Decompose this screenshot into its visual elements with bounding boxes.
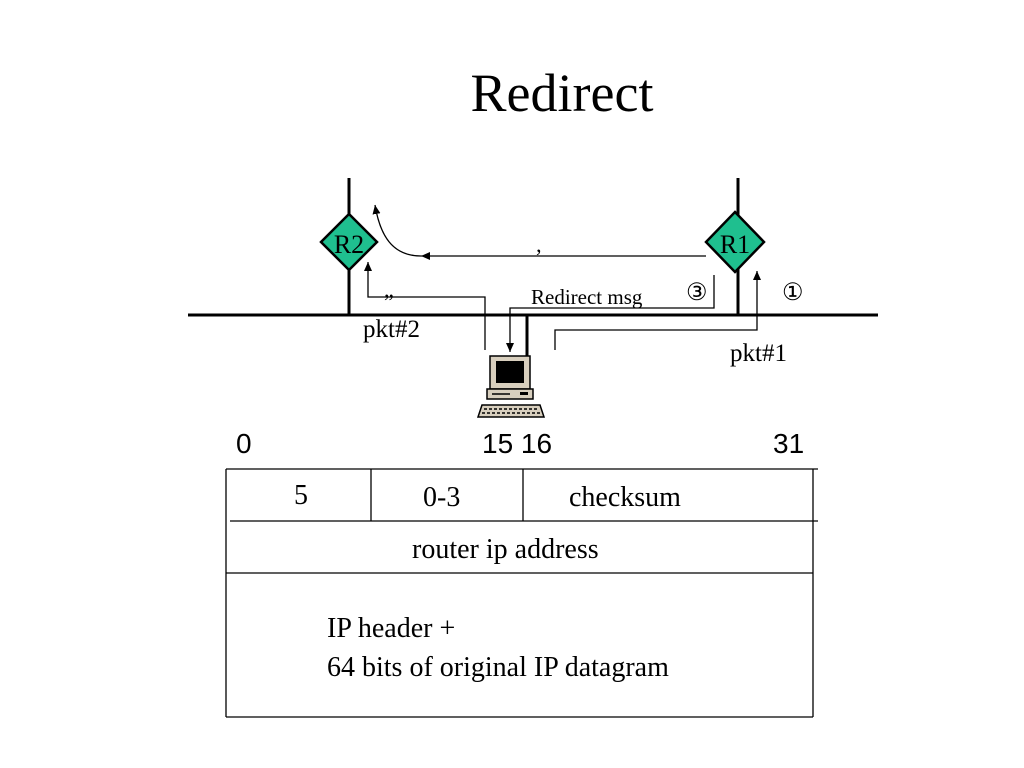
router-r1-diamond-icon xyxy=(704,210,766,274)
router-r2-diamond-icon xyxy=(319,212,379,272)
field-type-value: 5 xyxy=(294,480,308,511)
field-checksum: checksum xyxy=(569,482,681,513)
bit-number-15-16: 15 16 xyxy=(482,428,553,459)
router-r1-label: R1 xyxy=(720,230,750,259)
message-format-table xyxy=(225,468,818,718)
redirect-msg-arrow xyxy=(506,275,715,352)
pkt2-label: pkt#2 xyxy=(363,316,420,343)
slide-title: Redirect xyxy=(470,63,654,123)
field-data-line-1: IP header + xyxy=(327,613,456,644)
pkt2-arrow xyxy=(364,262,486,350)
router-r2: R2 xyxy=(319,212,379,272)
bit-number-0: 0 xyxy=(236,428,252,459)
router-r1: R1 xyxy=(704,210,766,274)
field-router-ip: router ip address xyxy=(412,534,599,565)
router-r2-label: R2 xyxy=(334,230,364,259)
step-3-mark: ③ xyxy=(686,280,708,306)
host-computer-icon xyxy=(476,355,546,418)
pkt1-label: pkt#1 xyxy=(730,340,787,367)
bit-number-31: 31 xyxy=(773,428,805,459)
step-2-mark: ‚ xyxy=(535,232,542,257)
field-code-value: 0-3 xyxy=(423,482,461,513)
step-1-mark: ① xyxy=(782,280,804,306)
redirect-msg-label: Redirect msg xyxy=(531,285,643,309)
forward-out-arrow xyxy=(372,204,422,257)
step-4-mark: „ xyxy=(384,277,394,302)
pkt1-arrow xyxy=(554,271,761,350)
field-data-line-2: 64 bits of original IP datagram xyxy=(327,652,669,683)
